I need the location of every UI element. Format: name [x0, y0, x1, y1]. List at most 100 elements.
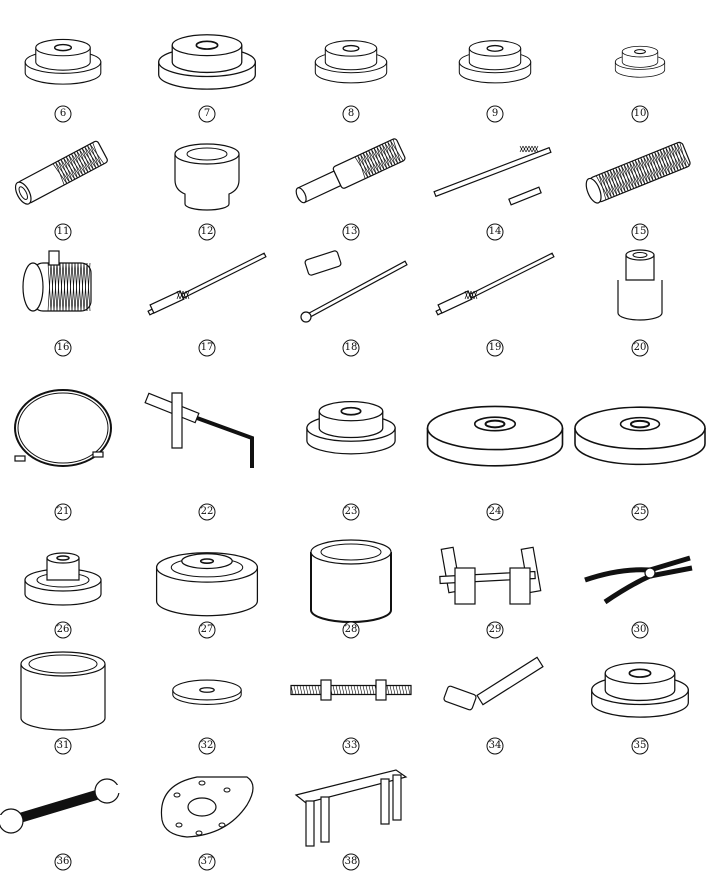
large-flat-disc-icon — [574, 406, 706, 466]
stepped-adapter-icon — [617, 249, 663, 321]
tool-number-label: 33 — [341, 736, 361, 756]
tool-number-text: 36 — [56, 856, 70, 867]
installer-disc-icon — [24, 38, 102, 85]
holder-plate-icon — [160, 776, 254, 838]
tool-number-text: 22 — [200, 506, 214, 517]
snap-ring-pliers-icon — [584, 555, 693, 605]
tool-number-label: 15 — [630, 222, 650, 242]
tool-number-label: 7 — [197, 104, 217, 124]
knurled-nut-tool-icon — [22, 250, 92, 312]
tool-number-label: 17 — [197, 338, 217, 358]
tool-number-label: 21 — [53, 502, 73, 522]
large-installer-disc-icon — [158, 34, 256, 90]
tool-number-label: 14 — [485, 222, 505, 242]
tool-number-text: 35 — [633, 740, 647, 751]
tool-number-text: 34 — [488, 740, 502, 751]
tool-number-text: 29 — [488, 624, 502, 635]
threaded-rod-icon — [290, 679, 412, 701]
cylinder-sleeve-icon — [20, 651, 106, 731]
slotted-holder-icon — [24, 552, 102, 606]
tool-number-text: 15 — [633, 226, 647, 237]
holding-bar-icon — [294, 769, 408, 847]
tool-number-text: 33 — [344, 740, 358, 751]
tool-number-label: 36 — [53, 852, 73, 872]
tool-number-label: 32 — [197, 736, 217, 756]
tool-number-label: 26 — [53, 620, 73, 640]
tool-number-label: 16 — [53, 338, 73, 358]
stepped-ring-installer-icon — [155, 552, 259, 617]
installer-disc-icon — [314, 40, 388, 84]
tool-number-label: 8 — [341, 104, 361, 124]
long-puller-shaft-icon — [435, 252, 555, 316]
tool-number-text: 13 — [344, 226, 358, 237]
bearing-puller-icon — [439, 546, 542, 605]
installer-disc-icon — [458, 40, 532, 84]
driver-handle-icon — [295, 138, 406, 204]
tool-number-text: 28 — [344, 624, 358, 635]
tool-number-text: 16 — [56, 342, 70, 353]
tool-number-label: 10 — [630, 104, 650, 124]
cable-loop-icon — [14, 389, 112, 467]
tool-number-text: 24 — [488, 506, 502, 517]
tool-number-text: 23 — [344, 506, 358, 517]
tool-number-label: 11 — [53, 222, 73, 242]
tool-number-label: 35 — [630, 736, 650, 756]
tool-number-label: 12 — [197, 222, 217, 242]
installer-disc-icon — [306, 401, 396, 455]
sleeve-installer-icon — [310, 539, 392, 623]
tool-number-label: 37 — [197, 852, 217, 872]
tool-number-text: 37 — [200, 856, 214, 867]
tool-number-text: 27 — [200, 624, 214, 635]
tool-number-label: 30 — [630, 620, 650, 640]
tool-number-label: 22 — [197, 502, 217, 522]
tool-number-text: 32 — [200, 740, 214, 751]
tool-number-text: 17 — [200, 342, 214, 353]
large-installer-disc-icon — [591, 662, 689, 718]
open-end-wrench-icon — [0, 778, 123, 834]
knurled-tube-icon — [585, 141, 691, 204]
tool-number-text: 30 — [633, 624, 647, 635]
tool-number-text: 10 — [633, 108, 647, 119]
tool-number-text: 11 — [56, 226, 70, 237]
tool-number-text: 25 — [633, 506, 647, 517]
tool-number-label: 25 — [630, 502, 650, 522]
long-puller-shaft-icon — [147, 252, 267, 316]
t-socket-wrench-icon — [144, 392, 254, 468]
angled-socket-tool-icon — [443, 656, 544, 711]
tool-number-label: 31 — [53, 736, 73, 756]
threaded-shaft-icon — [433, 145, 552, 206]
tool-number-label: 34 — [485, 736, 505, 756]
tool-number-text: 6 — [59, 108, 67, 119]
tool-number-label: 9 — [485, 104, 505, 124]
tool-number-text: 8 — [347, 108, 355, 119]
tool-number-label: 23 — [341, 502, 361, 522]
tool-number-label: 29 — [485, 620, 505, 640]
tool-number-text: 19 — [488, 342, 502, 353]
tool-number-text: 20 — [633, 342, 647, 353]
tool-number-label: 6 — [53, 104, 73, 124]
tool-number-label: 28 — [341, 620, 361, 640]
tool-number-label: 24 — [485, 502, 505, 522]
thin-plate-disc-icon — [172, 679, 242, 705]
large-flat-disc-icon — [426, 405, 564, 467]
tool-number-label: 27 — [197, 620, 217, 640]
tool-number-text: 18 — [344, 342, 358, 353]
tool-number-label: 20 — [630, 338, 650, 358]
tool-number-text: 38 — [344, 856, 358, 867]
tool-number-text: 9 — [491, 108, 499, 119]
tool-number-text: 12 — [200, 226, 214, 237]
tool-number-text: 21 — [56, 506, 70, 517]
tool-number-label: 18 — [341, 338, 361, 358]
puller-set-icon — [300, 250, 408, 323]
tool-number-text: 7 — [203, 108, 211, 119]
tool-number-label: 13 — [341, 222, 361, 242]
bearing-installer-icon — [174, 143, 240, 211]
tool-number-text: 31 — [56, 740, 70, 751]
knurled-handle-icon — [14, 140, 108, 205]
tool-number-text: 26 — [56, 624, 70, 635]
tool-number-text: 14 — [488, 226, 502, 237]
tool-number-label: 19 — [485, 338, 505, 358]
small-installer-cup-icon — [614, 45, 666, 78]
tool-number-label: 38 — [341, 852, 361, 872]
